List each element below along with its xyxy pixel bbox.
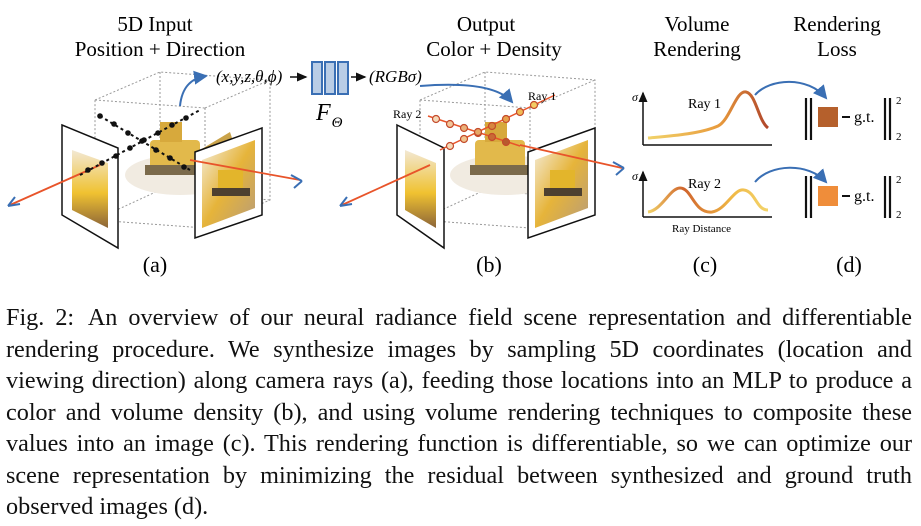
panel-a-ray-right-head — [290, 174, 303, 189]
panel-a-scene — [7, 70, 303, 250]
output-label: (RGBσ) — [369, 67, 422, 86]
panel-d-rendered-swatch-1 — [818, 107, 838, 127]
panel-d-norm-sub-2: 2 — [896, 209, 902, 221]
panel-a-ray-left — [9, 164, 101, 206]
header-d-line2: Loss — [817, 37, 857, 61]
panel-a-input-arrow — [179, 70, 208, 107]
panel-b-output-arrow — [419, 83, 514, 104]
c-to-d-arrow-bottom — [754, 166, 828, 184]
network-label: FΘ — [315, 100, 343, 131]
header-a-line2: Position + Direction — [75, 37, 246, 61]
panel-a-image-plane-right — [194, 126, 263, 240]
header-a-line1: 5D Input — [117, 12, 192, 36]
caption-label: Fig. 2: — [6, 304, 75, 331]
header-b-line2: Color + Density — [426, 37, 562, 61]
panel-d-loss-ray1: g.t. 2 2 — [804, 95, 902, 143]
panel-label-b: (b) — [476, 252, 502, 277]
panel-b-image-plane-left — [396, 123, 445, 250]
panel-b-ray-right-head — [612, 161, 625, 176]
panel-a-sample-points — [79, 109, 201, 176]
panel-b-ray-right — [519, 144, 623, 169]
header-b-line1: Output — [457, 12, 516, 36]
panel-b-colored-samples — [427, 94, 556, 151]
panel-d-gt-label-1: g.t. — [854, 109, 874, 126]
caption-text: An overview of our neural radiance field… — [6, 304, 912, 520]
panel-d-gt-label-2: g.t. — [854, 188, 874, 205]
panel-b-ray-left-head — [339, 196, 353, 207]
panel-b-scene: Ray 1 Ray 2 — [339, 71, 625, 250]
panel-c-ray2-label: Ray 2 — [688, 177, 721, 192]
panel-a-ray-left-head — [7, 196, 21, 207]
panel-a-ray-right — [189, 159, 301, 181]
panel-c-plot-ray2: σ Ray 2 Ray Distance — [632, 169, 772, 235]
panel-b-image-plane-right — [527, 126, 596, 240]
panel-d-rendered-swatch-2 — [818, 186, 838, 206]
panel-label-c: (c) — [693, 252, 717, 277]
panel-c-sigma-label-2: σ — [632, 169, 639, 183]
panel-c-ray-distance-label: Ray Distance — [672, 223, 731, 235]
header-d-line1: Rendering — [793, 12, 881, 36]
nerf-overview-figure: 5D Input Position + Direction Output Col… — [7, 12, 902, 277]
panel-c-density-curve-ray1 — [647, 90, 770, 140]
panel-c-plot-ray1: σ Ray 1 — [632, 90, 772, 146]
panel-b-ray2-label: Ray 2 — [393, 107, 421, 121]
panel-d-norm-sub-1: 2 — [896, 131, 902, 143]
mlp-block — [311, 61, 349, 95]
panel-c-ray1-label: Ray 1 — [688, 97, 721, 112]
c-to-d-arrow-top — [754, 80, 828, 100]
panel-b-ray-left — [341, 164, 431, 206]
panel-a-image-plane-left — [61, 123, 119, 250]
header-c-line1: Volume — [665, 12, 730, 36]
panel-d-norm-sup-2: 2 — [896, 174, 902, 186]
input-coordinates-label: (x,y,z,θ,ϕ) — [216, 67, 283, 86]
panel-label-d: (d) — [836, 252, 862, 277]
network-subscript: Θ — [332, 115, 343, 131]
panel-d-loss-ray2: g.t. 2 2 — [804, 174, 902, 221]
panel-label-a: (a) — [143, 252, 167, 277]
panel-b-ray1-label: Ray 1 — [528, 89, 556, 103]
panel-c-sigma-label-1: σ — [632, 90, 639, 104]
panel-c-density-curve-ray2 — [647, 186, 769, 214]
header-c-line2: Rendering — [653, 37, 741, 61]
panel-d-norm-sup-1: 2 — [896, 95, 902, 107]
figure-caption: Fig. 2: An overview of our neural radian… — [6, 302, 912, 523]
